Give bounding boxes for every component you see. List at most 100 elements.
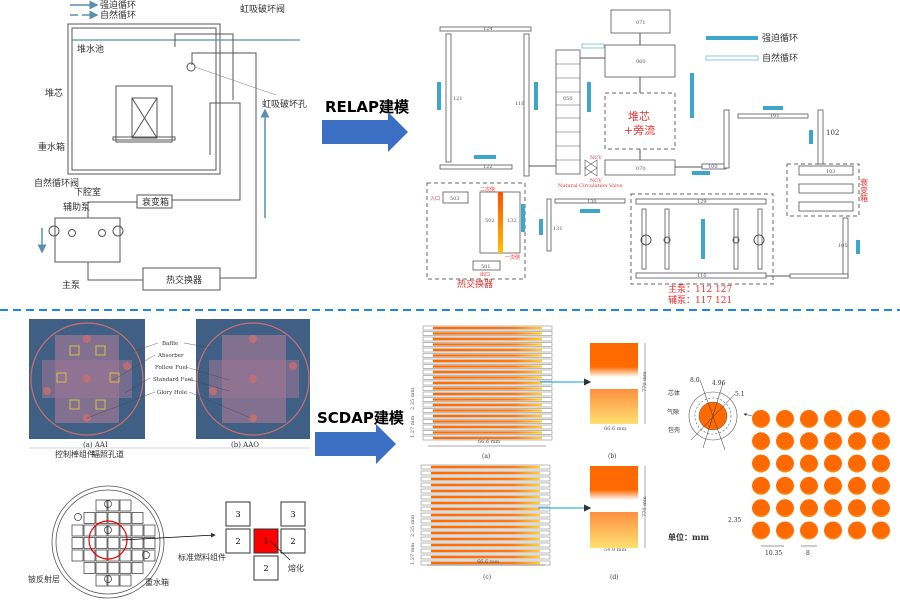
fuel-pin [872, 454, 890, 473]
node-label: 503 [450, 196, 460, 202]
main-pump-icon [48, 225, 60, 237]
fuel-pin [752, 410, 770, 428]
fuel-plate-meat [433, 420, 542, 423]
core-cell [119, 562, 132, 574]
plate-models: 2.35 mm 1.27 mm 66.6 mm 2.35 mm 1.27 mm … [410, 325, 648, 581]
node-label: 129 [697, 199, 707, 205]
fuel-plate-meat [431, 465, 540, 469]
thickness-c: 1.27 mm [410, 543, 416, 565]
secondary-side-label: 二次侧 [480, 186, 495, 193]
fuel-plate-meat [433, 376, 542, 379]
reactor-schematic: 强迫循环 自然循环 堆水池 虹吸破坏阀 虹吸破坏孔 堆芯 重水箱 自然循环阀 下… [34, 0, 307, 291]
fuel-plate-meat [433, 403, 542, 407]
fuel-plate-meat [433, 359, 542, 363]
core-cell [95, 549, 108, 562]
core-dia-label: 4.96 [712, 380, 726, 387]
pitch-dim-label: 10.35 [765, 550, 782, 557]
node-116 [523, 33, 530, 177]
inlet-label: 入口 [430, 196, 440, 202]
fuel-pin [824, 499, 842, 518]
pool-label: 堆水池 [77, 43, 104, 55]
fuel-pin [824, 521, 842, 540]
fuel-pin [824, 410, 842, 428]
core-label: 堆芯 [628, 109, 650, 123]
gap-dim-label: 2.35 [728, 517, 742, 524]
ncv-top-label: NCV [590, 155, 602, 161]
forced-legend-arrow [706, 36, 758, 40]
core-cell [71, 524, 84, 537]
core-cell [95, 562, 108, 574]
fuel-pin [776, 454, 794, 473]
width-a: 66.6 mm [478, 439, 500, 445]
lower-plenum-label: 下腔室 [74, 186, 101, 198]
cell-label: 3 [235, 510, 240, 519]
node-501 [472, 260, 501, 271]
fuel-pin [776, 410, 794, 428]
core-cell [119, 524, 132, 537]
core-cell [83, 512, 96, 524]
hx-tube-wall [498, 192, 503, 253]
caption-b: (b) [608, 453, 617, 460]
thickness-a: 1.27 mm [410, 416, 416, 438]
decay-tank-label: 衰变箱 [142, 196, 169, 208]
relap-modeling-label: RELAP建模 [325, 98, 410, 116]
fuel-pin [800, 432, 818, 451]
fuel-plate-meat [431, 501, 540, 505]
pump-box [630, 193, 774, 285]
fuel-pin [872, 410, 890, 428]
legend-natural: 自然循环 [762, 52, 798, 64]
fuel-plate-meat [433, 326, 542, 330]
fuel-plate-meat [431, 555, 540, 559]
fuel-pin [800, 476, 818, 495]
core-cell [143, 524, 156, 537]
legend-glory-hole: Glory Hole [157, 390, 187, 396]
core-cell [71, 549, 84, 562]
fuel-plate-meat [433, 398, 542, 401]
main-pumps-label: 主泵：112 127 [668, 283, 732, 295]
core-cell [107, 562, 120, 574]
node-label: 124 [483, 26, 493, 32]
fuel-pin [872, 499, 890, 518]
fuel-plate-meat [431, 471, 540, 475]
fuel-pin [848, 521, 866, 540]
node-label: 050 [563, 96, 573, 102]
fuel-pin [848, 499, 866, 518]
node-label: 131 [553, 226, 563, 232]
fuel-plate-meat [431, 513, 540, 517]
fuel-plate-meat [433, 392, 542, 396]
legend-absorber: Absorber [157, 353, 184, 359]
width-b: 66.6 mm [604, 426, 626, 432]
node-130 [554, 198, 626, 204]
plate-block-b-bottom [590, 389, 638, 424]
main-pump-icon [753, 234, 765, 246]
ncv-caption: Natural Circulation Valve [558, 183, 623, 189]
aux-pumps-label: 辅泵：117 121 [668, 294, 732, 306]
fuel-plate-meat [431, 561, 540, 565]
core-cell [95, 524, 108, 537]
hx-box [426, 182, 526, 280]
caption-c: (c) [483, 574, 491, 581]
outer-dia-label: 8.0 [690, 377, 700, 384]
node-121 [445, 33, 452, 163]
melted-cell [253, 528, 279, 554]
ncv-valve-icon [584, 167, 598, 177]
node-050 [555, 49, 581, 175]
cell-label: 2 [290, 537, 295, 546]
core-cell [107, 499, 120, 512]
be-reflector-label: 铍反射层 [28, 574, 60, 584]
fuel-plate-meat [431, 549, 540, 553]
core-cell [107, 537, 120, 549]
fuel-pin [800, 521, 818, 540]
heavy-water-label: 重水箱 [145, 577, 169, 587]
fuel-plate-meat [431, 495, 540, 499]
core-vessel [115, 85, 173, 143]
fuel-pin [848, 432, 866, 451]
heat-exchanger [142, 267, 221, 291]
fuel-plate-meat [433, 354, 542, 357]
relap-arrow-icon [322, 112, 408, 152]
plate-block-d-top [590, 466, 638, 500]
core-cell [119, 549, 132, 562]
core-label: 堆芯 [45, 87, 63, 99]
node-label: 502 [485, 218, 495, 224]
